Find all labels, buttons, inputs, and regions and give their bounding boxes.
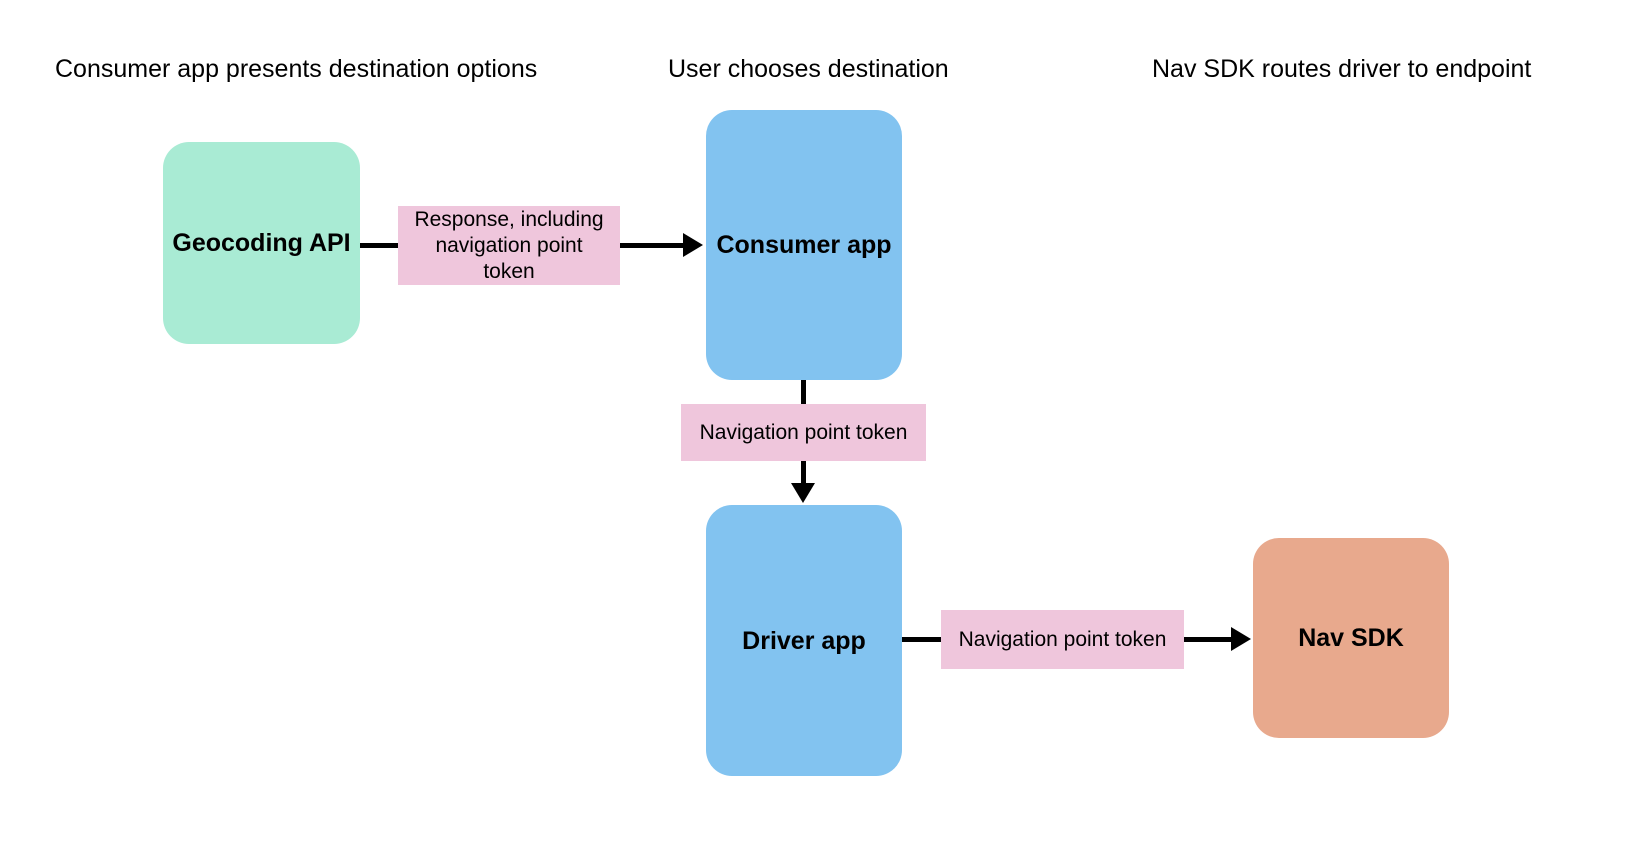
edge-line-label-to-consumer <box>617 243 685 248</box>
node-geocoding-api-label: Geocoding API <box>172 229 351 257</box>
node-consumer-app-label: Consumer app <box>716 231 892 259</box>
arrowhead-down-icon-consumer-to-driver <box>791 483 815 503</box>
arrowhead-right-icon-geocoding-to-consumer <box>683 233 703 257</box>
edge-label-navigation-point-token-vertical-text: Navigation point token <box>699 420 908 444</box>
column-header-nav-sdk-routes-driver: Nav SDK routes driver to endpoint <box>1152 55 1532 83</box>
node-consumer-app[interactable]: Consumer app <box>706 110 902 380</box>
edge-line-geocoding-to-label <box>358 243 402 248</box>
arrowhead-right-icon-driver-to-navsdk <box>1231 627 1251 651</box>
edge-line-driver-to-label <box>900 637 945 642</box>
column-header-consumer-app-presents: Consumer app presents destination option… <box>55 55 538 83</box>
node-driver-app[interactable]: Driver app <box>706 505 902 776</box>
edge-label-response-including-navigation-point-token[interactable]: Response, including navigation point tok… <box>398 206 620 285</box>
node-nav-sdk-label: Nav SDK <box>1298 624 1404 652</box>
column-header-user-chooses-destination: User chooses destination <box>668 55 949 83</box>
node-geocoding-api[interactable]: Geocoding API <box>163 142 360 344</box>
edge-label-navigation-point-token-horizontal-text: Navigation point token <box>958 627 1167 651</box>
node-nav-sdk[interactable]: Nav SDK <box>1253 538 1449 738</box>
edge-label-response-text: Response, including navigation point tok… <box>414 207 604 283</box>
edge-line-label-to-navsdk <box>1181 637 1233 642</box>
edge-label-navigation-point-token-consumer-to-driver[interactable]: Navigation point token <box>681 404 926 461</box>
node-driver-app-label: Driver app <box>742 626 866 655</box>
edge-label-navigation-point-token-driver-to-navsdk[interactable]: Navigation point token <box>941 610 1184 669</box>
